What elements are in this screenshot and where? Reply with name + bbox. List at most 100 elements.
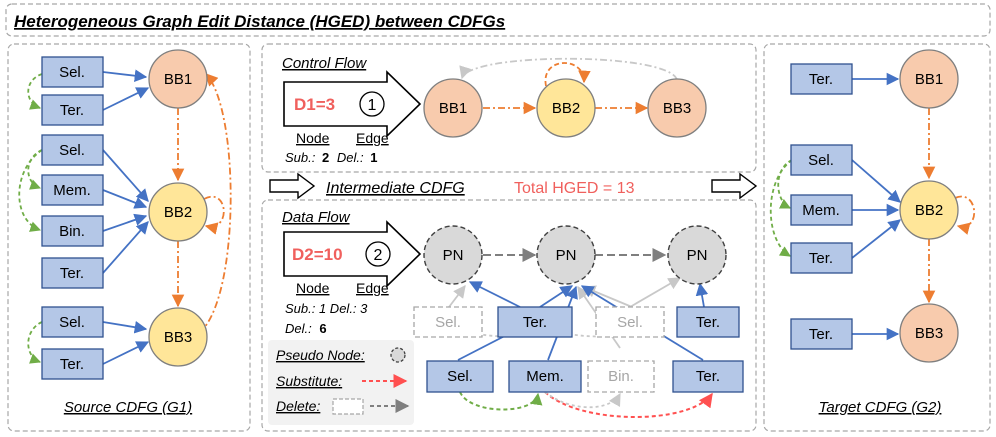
cf-bb-label: BB1 — [439, 100, 467, 117]
cf-bb1 — [423, 78, 483, 138]
source-green-edges — [18, 73, 43, 364]
source-instr-label: Sel. — [59, 142, 85, 159]
target-bb3 — [899, 303, 959, 363]
df-pn-label: PN — [556, 247, 577, 264]
source-instr-label: Mem. — [53, 182, 91, 199]
legend-pseudo-label: Pseudo Node: — [276, 347, 365, 363]
df-pn-node — [667, 225, 727, 285]
source-instr-label: Ter. — [60, 102, 84, 119]
df-row1-ter — [497, 306, 573, 338]
cf-sub-value: 2 — [322, 150, 329, 165]
df-row1-label: Sel. — [617, 314, 643, 331]
target-caption: Target CDFG (G2) — [819, 399, 942, 416]
target-panel — [763, 43, 991, 432]
df-row2-ter — [672, 360, 744, 393]
diagram-title: Heterogeneous Graph Edit Distance (HGED)… — [14, 12, 505, 31]
source-caption: Source CDFG (G1) — [64, 399, 192, 416]
legend-pseudo-icon — [390, 347, 406, 363]
legend-delete-label: Delete: — [276, 398, 320, 414]
data-flow-edge-label: Edge — [356, 280, 389, 296]
legend-box — [268, 340, 414, 425]
control-flow-edge-label: Edge — [356, 130, 389, 146]
data-flow-distance: D2=10 — [292, 245, 343, 264]
df-sub-line: Sub.: 1 Del.: 3 — [285, 301, 368, 316]
df-row2-label: Ter. — [696, 368, 720, 385]
target-bb-label: BB1 — [915, 71, 943, 88]
df-row2-deleted-bin — [587, 360, 655, 393]
target-instr-nodes — [790, 63, 853, 350]
df-row1-deleted-sel2 — [595, 306, 665, 338]
source-orange-edges — [171, 73, 232, 334]
df-pn-node — [536, 225, 596, 285]
df-del-label: Del.: — [285, 321, 312, 336]
data-flow-panel — [261, 199, 757, 432]
df-green-curve — [459, 391, 543, 411]
df-row2-label: Mem. — [526, 368, 564, 385]
df-row1-ter2 — [676, 306, 740, 338]
df-pn-label: PN — [687, 247, 708, 264]
target-orange-edges — [922, 108, 976, 304]
df-del-value: 6 — [319, 321, 326, 336]
control-flow-arrow-shape — [283, 70, 422, 138]
target-instr-label: Ter. — [809, 71, 833, 88]
source-bb1 — [148, 49, 208, 109]
source-instr-label: Sel. — [59, 314, 85, 331]
source-blue-edges — [102, 69, 150, 365]
data-flow-edge-circle — [365, 241, 391, 267]
df-red-curve — [544, 391, 713, 418]
control-flow-distance: D1=3 — [294, 95, 335, 114]
cf-del-label: Del.: — [337, 150, 364, 165]
source-instr-label: Ter. — [60, 356, 84, 373]
cf-del-value: 1 — [370, 150, 377, 165]
target-instr-label: Sel. — [808, 152, 834, 169]
control-flow-label: Control Flow — [282, 55, 367, 72]
total-hged: Total HGED = 13 — [514, 180, 635, 197]
target-blue-edges — [851, 72, 901, 341]
df-grey-curve — [544, 391, 621, 409]
df-row2-sel — [426, 360, 494, 393]
df-row1-label: Sel. — [435, 314, 461, 331]
target-bb1 — [899, 49, 959, 109]
control-flow-circle-number: 1 — [368, 97, 377, 114]
data-flow-arrow-shape — [283, 220, 422, 288]
data-flow-node-label: Node — [296, 280, 330, 296]
source-bb-label: BB2 — [164, 204, 192, 221]
target-green-edges — [769, 159, 793, 257]
df-pn-node — [423, 225, 483, 285]
cf-bb-label: BB2 — [552, 100, 580, 117]
df-row2-mem — [508, 360, 582, 393]
data-flow-label: Data Flow — [282, 209, 351, 226]
legend-substitute-label: Substitute: — [276, 373, 342, 389]
df-row2-label: Sel. — [447, 368, 473, 385]
df-row1-label: Ter. — [696, 314, 720, 331]
target-instr-label: Ter. — [809, 326, 833, 343]
title-frame — [5, 3, 991, 37]
source-panel — [7, 43, 251, 432]
source-bb2 — [148, 182, 208, 242]
svg-text:Del.: 6: Del.: 6 — [285, 321, 327, 336]
source-instr-label: Ter. — [60, 265, 84, 282]
control-flow-edge-circle — [359, 91, 385, 117]
source-bb-label: BB1 — [164, 71, 192, 88]
target-instr-label: Ter. — [809, 250, 833, 267]
source-instr-label: Sel. — [59, 64, 85, 81]
cf-bb3 — [647, 78, 707, 138]
target-bb2 — [899, 180, 959, 240]
source-instr-label: Bin. — [59, 223, 85, 240]
cf-sub-label: Sub.: — [285, 150, 316, 165]
target-bb-label: BB2 — [915, 202, 943, 219]
intermediate-left-arrow — [269, 172, 316, 200]
legend-delete-box-icon — [332, 398, 364, 415]
svg-text:Sub.: 2 Del.: 1: Sub.: 2 Del.: 1 — [285, 150, 377, 165]
cf-bb2 — [536, 78, 596, 138]
intermediate-label: Intermediate CDFG — [326, 180, 465, 197]
source-bb3 — [148, 307, 208, 367]
target-instr-label: Mem. — [802, 202, 840, 219]
intermediate-right-arrow — [711, 172, 758, 200]
data-flow-circle-number: 2 — [374, 247, 383, 264]
source-instr-nodes — [41, 56, 104, 380]
df-pn-label: PN — [443, 247, 464, 264]
df-row1-deleted-sel — [413, 306, 483, 338]
cf-edges — [459, 57, 678, 115]
